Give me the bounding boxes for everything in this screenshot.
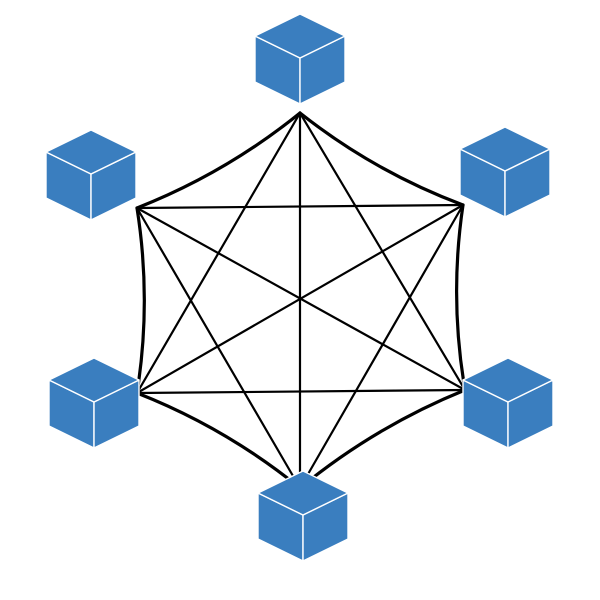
mesh-links (135, 111, 467, 490)
cube-icon (462, 357, 554, 449)
chord-link-node-lower-right-node-lower-left (135, 388, 467, 395)
cube-icon (459, 126, 551, 218)
chord-link-node-upper-right-node-upper-left (135, 203, 465, 210)
cube-top-face (45, 129, 137, 175)
ring-link-node-lower-right-node-bottom (298, 388, 467, 490)
chord-link-node-lower-right-node-upper-left (135, 206, 467, 392)
cube-top-face (462, 357, 554, 403)
cube-top-face (254, 13, 346, 59)
cube-top-face (48, 357, 140, 403)
ring-link-node-upper-right-node-lower-right (455, 203, 467, 392)
cube-icon (257, 470, 349, 562)
cube-icon (48, 357, 140, 449)
chord-link-node-bottom-node-upper-left (135, 206, 302, 490)
cube-top-face (459, 126, 551, 172)
ring-link-node-top-node-upper-right (298, 111, 465, 207)
chord-link-node-upper-right-node-bottom (298, 203, 465, 490)
cube-top-face (257, 470, 349, 516)
ring-link-node-bottom-node-lower-left (135, 391, 302, 490)
ring-link-node-upper-left-node-top (135, 111, 302, 210)
network-nodes (45, 13, 554, 562)
ring-link-node-lower-left-node-upper-left (135, 206, 146, 395)
cube-icon (45, 129, 137, 221)
cube-icon (254, 13, 346, 105)
